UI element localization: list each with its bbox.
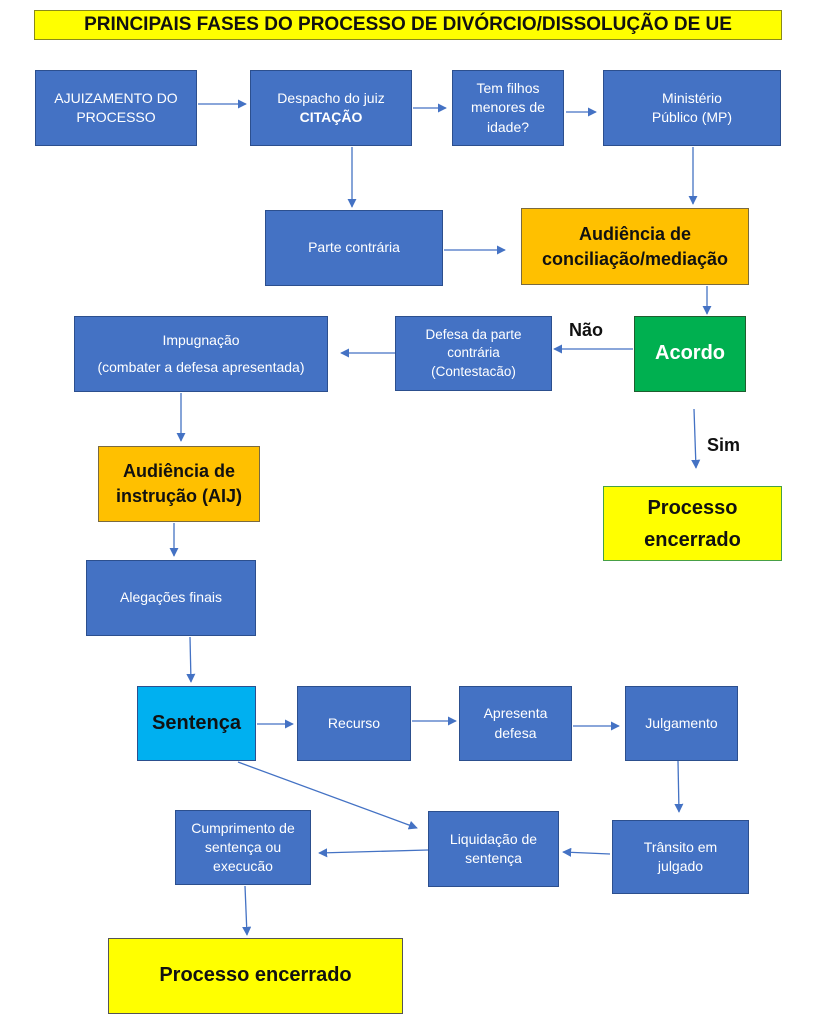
node-recurso: Recurso bbox=[297, 686, 411, 761]
node-audiencia-instrucao: Audiência de instrução (AIJ) bbox=[98, 446, 260, 522]
node-impugnacao: Impugnação (combater a defesa apresentad… bbox=[74, 316, 328, 392]
node-processo-encerrado-2-text: Processo encerrado bbox=[159, 964, 352, 987]
node-apresenta-defesa: Apresenta defesa bbox=[459, 686, 572, 761]
node-despacho-text: Despacho do juiz bbox=[277, 89, 385, 106]
node-impugnacao-detalhe-text: (combater a defesa apresentada) bbox=[97, 359, 305, 375]
node-processo-encerrado-1-text: Processo encerrado bbox=[644, 496, 741, 551]
node-alegacoes: Alegações finais bbox=[86, 560, 256, 636]
node-filhos-text: Tem filhos menores de idade? bbox=[471, 80, 545, 135]
node-acordo: Acordo bbox=[634, 316, 746, 392]
node-mp-text: Ministério Público (MP) bbox=[651, 89, 733, 125]
node-ajuizamento-text: AJUIZAMENTO DO PROCESSO bbox=[54, 89, 178, 125]
node-julgamento: Julgamento bbox=[625, 686, 738, 761]
label-sim: Sim bbox=[707, 435, 741, 455]
node-sentenca: Sentença bbox=[137, 686, 256, 761]
arrow-alegacoes-sentenca bbox=[186, 636, 196, 683]
node-citacao-text: CITAÇÃO bbox=[299, 109, 363, 125]
node-audiencia-conciliacao-text: Audiência de conciliação/mediação bbox=[541, 223, 729, 269]
node-liquidacao-text: Liquidação de sentença bbox=[449, 830, 538, 866]
node-audiencia-instrucao-text: Audiência de instrução (AIJ) bbox=[115, 461, 243, 506]
node-mp: Ministério Público (MP) bbox=[603, 70, 781, 146]
node-impugnacao-text: Impugnação bbox=[162, 331, 240, 348]
node-audiencia-conciliacao: Audiência de conciliação/mediação bbox=[521, 208, 749, 285]
node-processo-encerrado-2: Processo encerrado bbox=[108, 938, 403, 1014]
node-filhos: Tem filhos menores de idade? bbox=[452, 70, 564, 146]
label-nao: Não bbox=[569, 320, 604, 340]
node-alegacoes-text: Alegações finais bbox=[120, 589, 222, 606]
node-apresenta-defesa-text: Apresenta defesa bbox=[483, 705, 548, 741]
node-sentenca-text: Sentença bbox=[152, 711, 241, 734]
arrow-acordo-processo bbox=[691, 408, 701, 469]
node-recurso-text: Recurso bbox=[327, 714, 381, 731]
node-parte-contraria-text: Parte contrária bbox=[308, 239, 400, 256]
node-ajuizamento: AJUIZAMENTO DO PROCESSO bbox=[35, 70, 197, 146]
node-liquidacao: Liquidação de sentença bbox=[428, 811, 559, 887]
arrow-transito-liquidacao bbox=[562, 847, 611, 857]
node-transito-text: Trânsito em julgado bbox=[643, 838, 718, 874]
arrow-cumprimento-encerrado bbox=[242, 885, 252, 936]
node-parte-contraria: Parte contrária bbox=[265, 210, 443, 286]
node-transito: Trânsito em julgado bbox=[612, 820, 749, 894]
arrow-julgamento-transito bbox=[674, 760, 684, 813]
node-julgamento-text: Julgamento bbox=[645, 714, 718, 731]
node-defesa-text: Defesa da parte contrária (Contestacão) bbox=[425, 326, 522, 379]
node-defesa: Defesa da parte contrária (Contestacão) bbox=[395, 316, 552, 391]
arrow-liquidacao-cumprimento bbox=[318, 848, 429, 858]
node-processo-encerrado-1: Processo encerrado bbox=[603, 486, 782, 561]
node-acordo-text: Acordo bbox=[655, 342, 725, 365]
node-despacho: Despacho do juiz CITAÇÃO bbox=[250, 70, 412, 146]
diagram-title: PRINCIPAIS FASES DO PROCESSO DE DIVÓRCIO… bbox=[34, 10, 782, 40]
node-cumprimento-text: Cumprimento de sentença ou execucão bbox=[191, 819, 295, 875]
node-cumprimento: Cumprimento de sentença ou execucão bbox=[175, 810, 311, 885]
